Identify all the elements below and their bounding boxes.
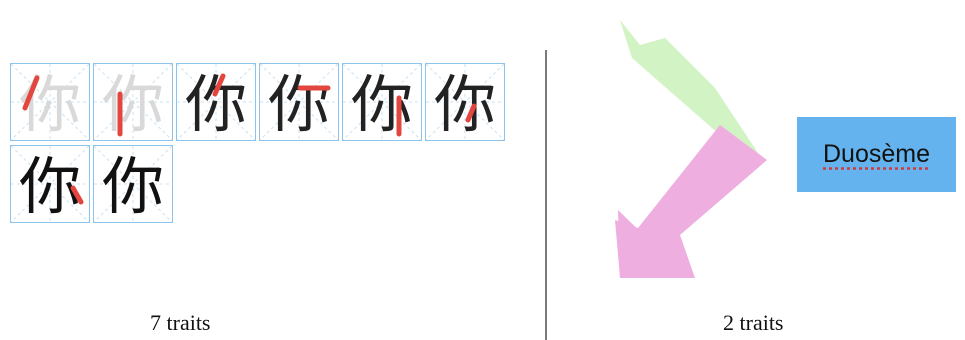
current-stroke	[22, 75, 40, 111]
stroke-frame-4: 你	[259, 63, 339, 141]
character-glyph: 你	[185, 68, 247, 140]
right-stroke-count: 2 traits	[723, 310, 784, 335]
green-stroke-arrow	[620, 20, 760, 156]
stroke-frame-3: 你	[176, 63, 256, 141]
pink-arrow-tip	[618, 210, 688, 278]
left-stroke-count: 7 traits	[150, 310, 211, 335]
two-stroke-arrows	[615, 20, 767, 278]
stroke-frame-1: 你	[10, 63, 90, 141]
stroke-frame-5: 你	[342, 63, 422, 141]
panel-divider	[545, 50, 547, 340]
pink-stroke-arrow	[615, 125, 767, 278]
current-stroke	[465, 103, 477, 123]
character-glyph: 你	[102, 150, 164, 222]
current-stroke	[212, 73, 226, 97]
character-glyph: 你	[102, 68, 164, 140]
duoseme-badge: Duosème	[797, 117, 956, 192]
stroke-frame-2: 你	[93, 63, 173, 141]
stroke-frame-8: 你	[93, 145, 173, 223]
character-glyph: 你	[434, 68, 496, 140]
stroke-frame-7: 你	[10, 145, 90, 223]
current-stroke	[70, 185, 84, 205]
character-glyph: 你	[19, 150, 81, 222]
stroke-frame-6: 你	[425, 63, 505, 141]
character-glyph: 你	[351, 68, 413, 140]
character-glyph: 你	[268, 68, 330, 140]
character-glyph: 你	[19, 68, 81, 140]
